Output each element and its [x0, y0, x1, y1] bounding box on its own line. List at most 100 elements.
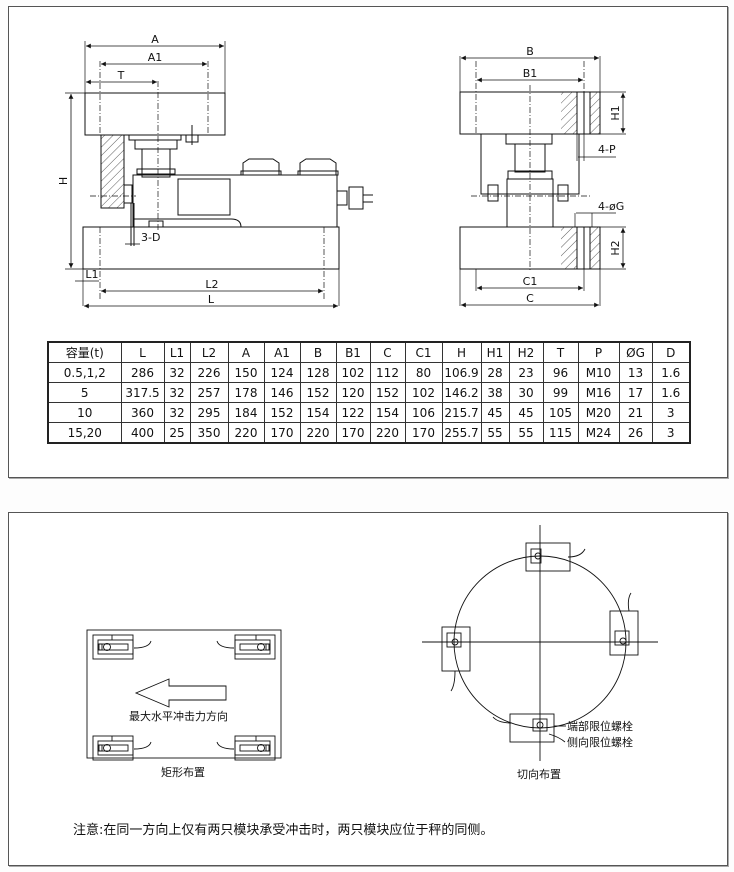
- dim-H: H: [57, 177, 70, 185]
- cell: 152: [369, 382, 406, 403]
- cell: M20: [577, 402, 620, 423]
- cell: 105: [542, 402, 579, 423]
- cell: M24: [577, 422, 620, 444]
- cell: 154: [369, 402, 406, 423]
- cell: 106.9: [441, 362, 482, 383]
- dim-A1: A1: [148, 51, 163, 64]
- rect-layout-drawing: [86, 629, 282, 761]
- cell: 184: [227, 402, 265, 423]
- cell: 23: [508, 362, 544, 383]
- cell: M16: [577, 382, 620, 403]
- table-row: 0.5,1,2 286 32 226 150 124 128 102 112 8…: [47, 362, 691, 383]
- table-row: 15,20 400 25 350 220 170 220 170 220 170…: [47, 422, 691, 444]
- header-cell: H1: [480, 341, 510, 363]
- cell: 360: [120, 402, 165, 423]
- header-cell: A1: [263, 341, 301, 363]
- header-cell: T: [542, 341, 579, 363]
- header-cell: H2: [508, 341, 544, 363]
- cell: 215.7: [441, 402, 482, 423]
- layout-drawings: 最大水平冲击力方向 矩形布置 端部限位螺栓 侧向限位螺栓 切向布置: [86, 525, 658, 781]
- side-bolt-label: 侧向限位螺栓: [567, 735, 633, 749]
- cell: 146: [263, 382, 301, 403]
- cell: 28: [480, 362, 510, 383]
- cell: 220: [227, 422, 265, 444]
- cell: 220: [369, 422, 406, 444]
- dim-3-D: 3-D: [141, 231, 160, 244]
- cell: 32: [163, 382, 191, 403]
- note-text: 注意:在同一方向上仅有两只模块承受冲击时，两只模块应位于秤的同侧。: [73, 823, 494, 838]
- table-row: 5 317.5 32 257 178 146 152 120 152 102 1…: [47, 382, 691, 403]
- cell: 55: [480, 422, 510, 444]
- cell: 102: [404, 382, 443, 403]
- header-cell: C1: [404, 341, 443, 363]
- cell: 120: [335, 382, 371, 403]
- cell: 30: [508, 382, 544, 403]
- header-cell: L1: [163, 341, 191, 363]
- cell: 32: [163, 362, 191, 383]
- cell: 26: [618, 422, 653, 444]
- cell: 154: [299, 402, 337, 423]
- table-row: 10 360 32 295 184 152 154 122 154 106 21…: [47, 402, 691, 423]
- end-bolt-label: 端部限位螺栓: [567, 719, 633, 733]
- header-cell: C: [369, 341, 406, 363]
- header-cell: H: [441, 341, 482, 363]
- cell: 115: [542, 422, 579, 444]
- dim-4-P: 4-P: [598, 143, 616, 156]
- dim-L1: L1: [85, 268, 98, 281]
- dim-A: A: [151, 33, 159, 46]
- tangent-layout-caption: 切向布置: [517, 767, 561, 781]
- cell: 152: [299, 382, 337, 403]
- dim-H1: H1: [609, 105, 622, 120]
- header-cell: D: [651, 341, 691, 363]
- technical-drawings: A A1 T H 3-D L1 L2 L B B1 H1 4-P 4-øG H2…: [57, 33, 626, 309]
- cell: 10: [47, 402, 122, 423]
- cell: 112: [369, 362, 406, 383]
- spec-table: 容量(t) L L1 L2 A A1 B B1 C C1 H H1 H2 T P…: [47, 341, 691, 444]
- dim-C1: C1: [523, 275, 538, 288]
- dim-4-G: 4-øG: [598, 200, 624, 213]
- cell: 178: [227, 382, 265, 403]
- cell: 1.6: [651, 382, 691, 403]
- cell: 80: [404, 362, 443, 383]
- cell: 21: [618, 402, 653, 423]
- cell: 317.5: [120, 382, 165, 403]
- header-cell: L: [120, 341, 165, 363]
- arrow-label: 最大水平冲击力方向: [129, 709, 228, 723]
- dim-L: L: [208, 293, 215, 306]
- header-cell: L2: [189, 341, 229, 363]
- header-cell: A: [227, 341, 265, 363]
- cell: 38: [480, 382, 510, 403]
- cell: 146.2: [441, 382, 482, 403]
- cell: 0.5,1,2: [47, 362, 122, 383]
- cell: 150: [227, 362, 265, 383]
- header-cell: B1: [335, 341, 371, 363]
- dim-C: C: [526, 292, 534, 305]
- cell: 170: [404, 422, 443, 444]
- cell: 122: [335, 402, 371, 423]
- table-header-row: 容量(t) L L1 L2 A A1 B B1 C C1 H H1 H2 T P…: [47, 341, 691, 363]
- cell: 170: [263, 422, 301, 444]
- cell: 25: [163, 422, 191, 444]
- cell: 15,20: [47, 422, 122, 444]
- cell: 32: [163, 402, 191, 423]
- dimensions-panel: A A1 T H 3-D L1 L2 L B B1 H1 4-P 4-øG H2…: [8, 6, 728, 478]
- cell: 128: [299, 362, 337, 383]
- header-cell: B: [299, 341, 337, 363]
- cell: 124: [263, 362, 301, 383]
- cell: 257: [189, 382, 229, 403]
- header-cell: ØG: [618, 341, 653, 363]
- cell: 102: [335, 362, 371, 383]
- cell: 45: [508, 402, 544, 423]
- cell: 295: [189, 402, 229, 423]
- cell: 255.7: [441, 422, 482, 444]
- cell: 1.6: [651, 362, 691, 383]
- dim-T: T: [117, 69, 125, 82]
- cell: M10: [577, 362, 620, 383]
- cell: 13: [618, 362, 653, 383]
- tangent-layout-drawing: [422, 525, 658, 761]
- cell: 286: [120, 362, 165, 383]
- cell: 96: [542, 362, 579, 383]
- rect-layout-caption: 矩形布置: [161, 766, 205, 779]
- cell: 3: [651, 422, 691, 444]
- cell: 3: [651, 402, 691, 423]
